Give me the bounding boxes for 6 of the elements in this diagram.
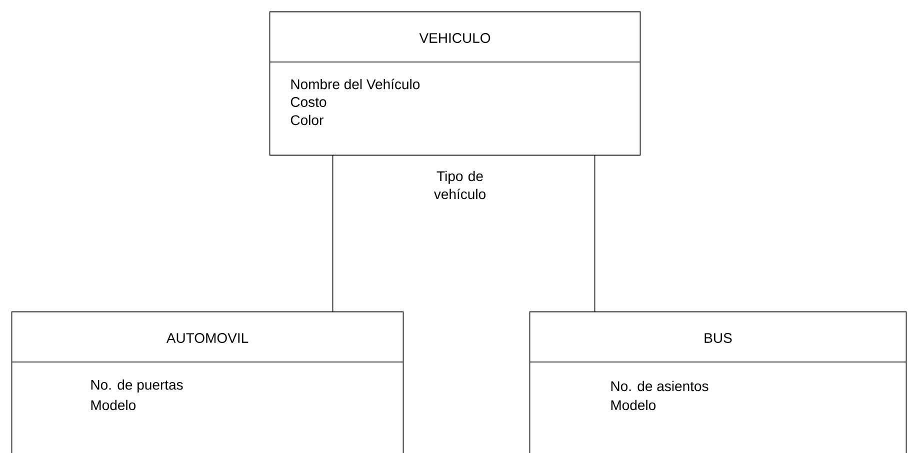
class-box: AUTOMOVIL No. de puertas Modelo [11, 311, 404, 453]
class-box: VEHICULO Nombre del Vehículo Costo Color [269, 11, 641, 156]
connector-line [594, 154, 596, 312]
relationship-label: Tipo de vehículo [434, 170, 486, 200]
class-box: BUS No. de asientos Modelo [529, 311, 907, 453]
connector-line [332, 154, 334, 312]
